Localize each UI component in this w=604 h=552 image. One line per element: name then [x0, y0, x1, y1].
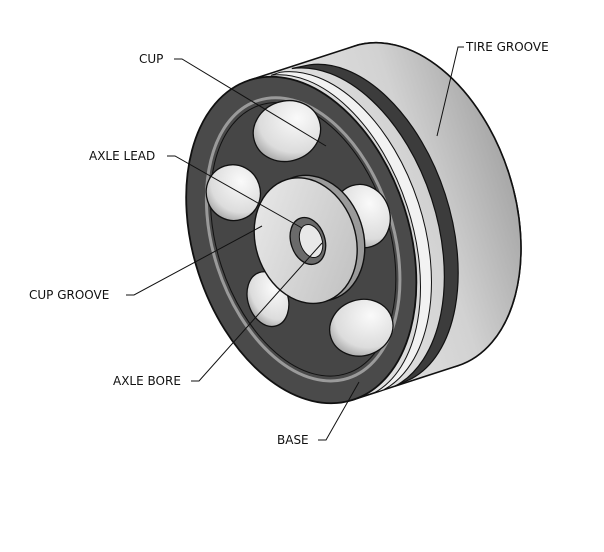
label-tire-groove: TIRE GROOVE [465, 40, 549, 54]
label-base: BASE [277, 433, 309, 447]
cup [252, 100, 322, 163]
cup [205, 164, 262, 222]
leaders [126, 46, 464, 441]
wheel [185, 41, 522, 405]
label-cup: CUP [139, 52, 163, 66]
label-axle-lead: AXLE LEAD [89, 149, 155, 163]
leader-axle-lead [167, 155, 303, 229]
leader-tire-groove [436, 46, 464, 137]
leader-axle-bore [191, 242, 323, 382]
label-cup-groove: CUP GROOVE [29, 288, 109, 302]
leader-base [318, 381, 360, 441]
leader-cup [174, 58, 327, 147]
label-axle-bore: AXLE BORE [113, 374, 181, 388]
leader-cup-groove [126, 225, 263, 296]
tire-groove-band [291, 63, 459, 387]
rim-stripe [270, 71, 432, 394]
cup [329, 298, 394, 357]
